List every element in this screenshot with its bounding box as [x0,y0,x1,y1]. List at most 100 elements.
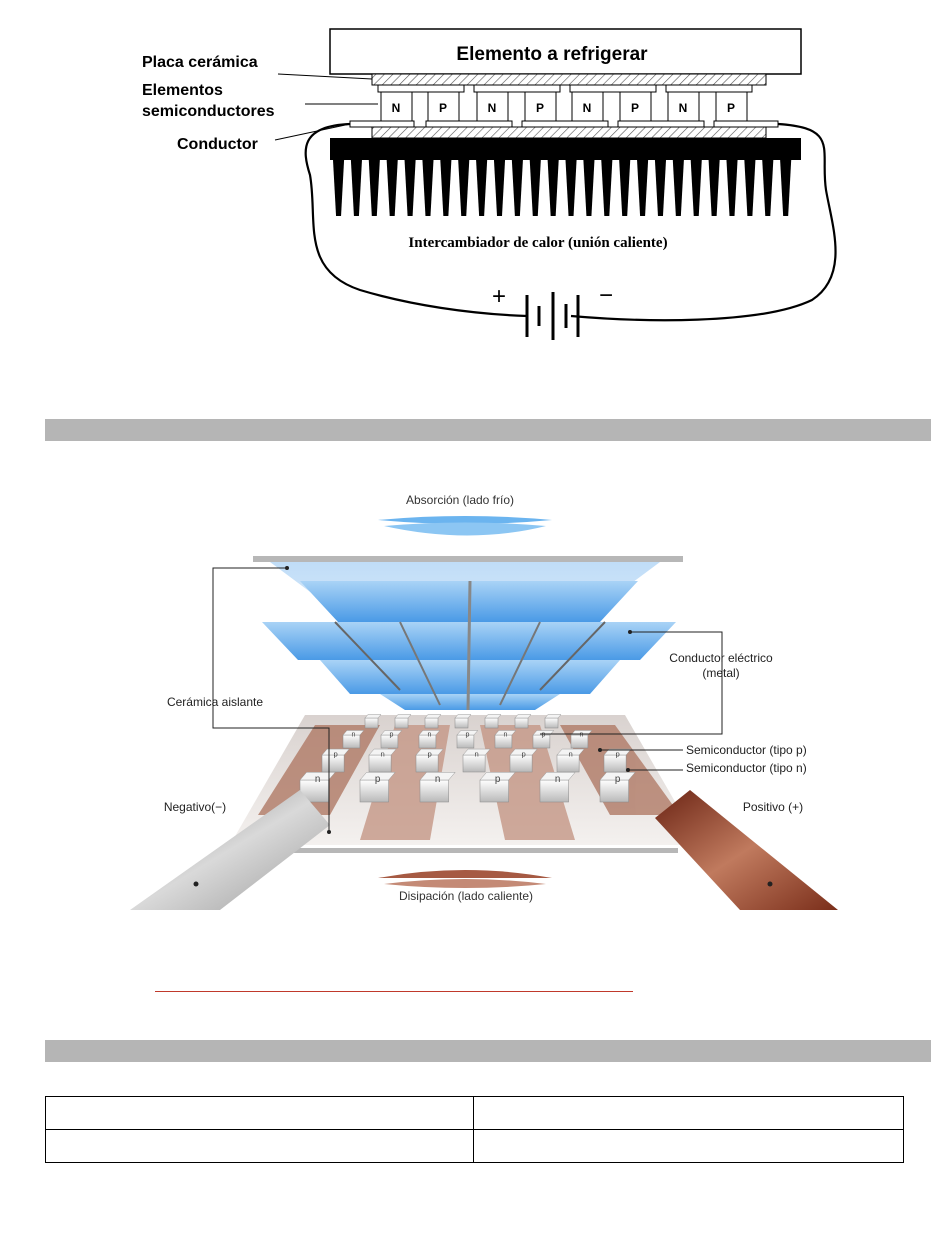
table-cell [473,1129,904,1163]
semiconductor-cube-top [418,730,441,736]
semiconductor-cube-top [342,730,365,736]
semiconductor-type-letter: p [389,731,393,738]
absorption-arrow-2 [384,522,546,536]
semiconductor-cube [454,717,469,729]
semiconductor-type-letter: p [465,731,469,738]
blue-conductor-tiles [262,580,676,711]
semiconductor-cube [364,717,379,729]
semiconductor-cube-top [364,714,382,719]
semiconductor-cube-top [462,748,491,756]
heat-sink-fin [386,160,398,216]
semiconductor-cube [484,717,499,729]
semiconductor-cube-top [359,772,396,781]
heat-sink-fin [762,160,774,216]
heat-exchanger-label: Intercambiador de calor (unión caliente) [408,235,667,251]
heat-sink-fin [493,160,506,216]
circuit-wire [304,122,837,322]
absorption-arrow-1 [378,516,552,524]
heat-sink-fin [654,160,667,216]
peltier-cross-section-diagram: Elemento a refrigerar N P N P N P N P Pl… [142,28,837,340]
semiconductor-type-letter: n [568,750,572,759]
positive-label: Positivo (+) [743,800,803,814]
heat-sink-fin [511,160,523,216]
leg-p: P [715,91,748,122]
bottom-plate-edge [278,848,678,853]
conductor-dot [628,630,632,634]
svg-text:N: N [679,101,688,115]
top-conductors [377,84,753,93]
semiconductor-cube-top [599,772,636,781]
semiconductor-cube-top [509,748,538,756]
semiconductor-type-letter: p [333,750,337,759]
table-row [45,1096,904,1130]
semiconductor-cube-top [454,714,472,719]
heat-sink-fin [601,160,613,216]
semiconductor-cube-top [419,772,456,781]
semiconductor-type-letter: n [315,774,321,785]
svg-text:N: N [583,101,592,115]
semiconductor-cube-top [380,730,403,736]
semi-n-dot [626,768,630,772]
semi-p-label: Semiconductor (tipo p) [686,743,807,757]
element-to-cool-box [329,28,802,75]
semiconductor-type-letter: n [435,774,441,785]
red-underline [155,991,633,992]
semiconductor-legs: N P N P N P N P [380,91,748,122]
leader-lines [212,567,723,832]
element-to-cool-label: Elemento a refrigerar [456,44,648,65]
heat-sink-fin [565,160,577,216]
conductor-label-line1: Conductor eléctrico [669,651,773,665]
heat-sink-fin [440,160,452,216]
svg-text:P: P [536,101,544,115]
svg-text:P: P [631,101,639,115]
svg-text:N: N [488,101,497,115]
dissipation-arrow-2 [384,879,546,888]
battery-symbol [525,292,580,340]
heat-sink-fin [458,160,470,216]
semiconductor-cube [544,717,559,729]
semiconductor-cube-top [556,748,585,756]
dissipation-arrow-1 [378,870,552,878]
semiconductor-cube-top [424,714,442,719]
section-header-bar-2 [45,1040,931,1062]
semiconductor-cube-top [368,748,397,756]
svg-text:P: P [439,101,447,115]
semiconductor-type-letter: n [427,731,431,738]
semiconductor-cube-top [479,772,516,781]
dissipation-label: Disipación (lado caliente) [399,889,533,903]
semiconductor-type-letter: n [474,750,478,759]
semiconductor-type-letter: p [615,774,621,785]
top-ceramic-plate [253,556,683,562]
heat-sink-fin [726,160,738,216]
semiconductor-type-letter: p [495,774,501,785]
semiconductor-type-letter: n [380,750,384,759]
conductor-leader [274,123,351,141]
semiconductors-label-line2: semiconductores [142,103,275,120]
semiconductor-cube-top [544,714,562,719]
svg-text:N: N [392,101,401,115]
heat-sink-fin [583,160,595,216]
semiconductor-type-letter: p [541,731,545,738]
semiconductor-type-letter: n [351,731,355,738]
conductor-label-line2: (metal) [702,666,739,680]
semiconductor-cube-top [484,714,502,719]
semiconductor-cube [424,717,439,729]
leg-n: N [476,91,509,122]
top-ceramic-plate [371,73,767,86]
semiconductor-type-letter: p [375,774,381,785]
semiconductor-cube [394,717,409,729]
heat-sink-fin [780,160,792,216]
heat-sink-fin [744,160,756,216]
semiconductor-cube-top [394,714,412,719]
semiconductor-cube-top [603,748,632,756]
table-row [45,1129,904,1163]
svg-text:P: P [727,101,735,115]
semiconductor-type-letter: n [579,731,583,738]
semiconductor-cube [514,717,529,729]
negative-wire [130,790,330,910]
positive-marker [767,881,773,887]
heat-sink-fin [404,160,416,216]
semiconductor-cube-top [299,772,336,781]
